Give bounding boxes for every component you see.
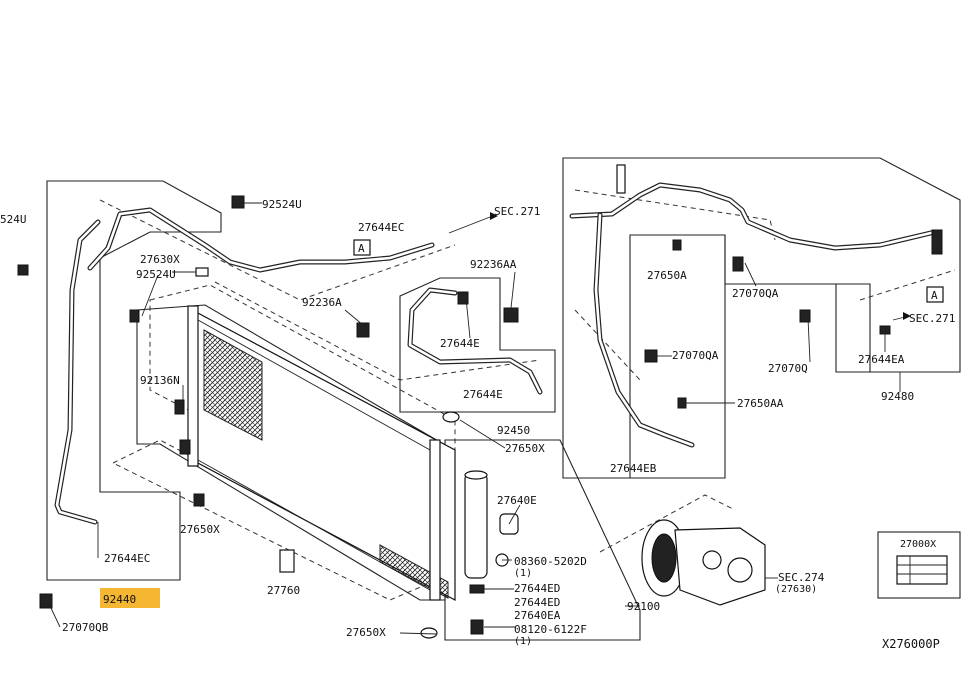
label-08120-qty: (1) <box>514 636 532 647</box>
label-27630x: 27630X <box>140 253 180 266</box>
label-08360: 08360-5202D <box>514 555 587 568</box>
label-card-27000x: 27000X <box>877 531 961 599</box>
label-92136n: 92136N <box>140 374 180 387</box>
label-92450: 92450 <box>497 424 530 437</box>
label-27650x-left: 27650X <box>180 523 220 536</box>
label-ref-a-top: A <box>358 242 365 255</box>
label-ref-a-right: A <box>931 289 938 302</box>
label-27650x-mid: 27650X <box>505 442 545 455</box>
part-labels: 524U 92524U 27630X 92524U 27644EC SEC.27… <box>0 198 955 647</box>
highlight-92440 <box>100 588 160 608</box>
label-27650a: 27650A <box>647 269 687 282</box>
label-27644eb: 27644EB <box>610 462 657 475</box>
label-92480: 92480 <box>881 390 914 403</box>
label-27644e-2: 27644E <box>463 388 503 401</box>
label-08360-qty: (1) <box>514 568 532 579</box>
upper-pipe-92524u <box>87 207 435 273</box>
label-92524u-mid: 92524U <box>136 268 176 281</box>
label-524u: 524U <box>0 213 27 226</box>
label-27644ec-left: 27644EC <box>104 552 150 565</box>
center-hose-92490 <box>407 287 543 395</box>
label-27644ea: 27644EA <box>858 353 905 366</box>
label-27070q: 27070Q <box>768 362 808 375</box>
diagram-code: X276000P <box>882 637 940 651</box>
label-sec271-right: SEC.271 <box>909 312 955 325</box>
label-92440: 92440 <box>103 593 136 606</box>
label-27644ed-1: 27644ED <box>514 582 560 595</box>
label-92524u-top: 92524U <box>262 198 302 211</box>
label-27644ed-2: 27644ED <box>514 596 560 609</box>
label-92236a: 92236A <box>302 296 342 309</box>
receiver-drier <box>464 470 488 579</box>
leader-lines <box>49 202 911 635</box>
compressor <box>641 519 766 606</box>
label-27630: (27630) <box>775 584 817 595</box>
label-27644ec-top: 27644EC <box>358 221 404 234</box>
left-long-pipe <box>54 219 101 525</box>
label-27070qa-2: 27070QA <box>672 349 719 362</box>
label-27650aa: 27650AA <box>737 397 784 410</box>
right-pipe-92480 <box>569 182 938 251</box>
label-sec274: SEC.274 <box>778 571 825 584</box>
label-sec271-top: SEC.271 <box>494 205 540 218</box>
label-08120: 08120-6122F <box>514 623 587 636</box>
label-92236aa: 92236AA <box>470 258 517 271</box>
right-long-hose <box>593 212 695 448</box>
center-hose-frame <box>399 277 556 413</box>
receiver-frame <box>444 439 736 641</box>
condenser <box>187 305 456 601</box>
label-27070qb: 27070QB <box>62 621 109 634</box>
label-27070qa-1: 27070QA <box>732 287 779 300</box>
label-27640e: 27640E <box>497 494 537 507</box>
label-92100: 92100 <box>627 600 660 613</box>
label-27644e-1: 27644E <box>440 337 480 350</box>
label-27000x: 27000X <box>900 539 936 550</box>
label-27640ea: 27640EA <box>514 609 561 622</box>
label-27760: 27760 <box>267 584 300 597</box>
label-27650x-bottom: 27650X <box>346 626 386 639</box>
